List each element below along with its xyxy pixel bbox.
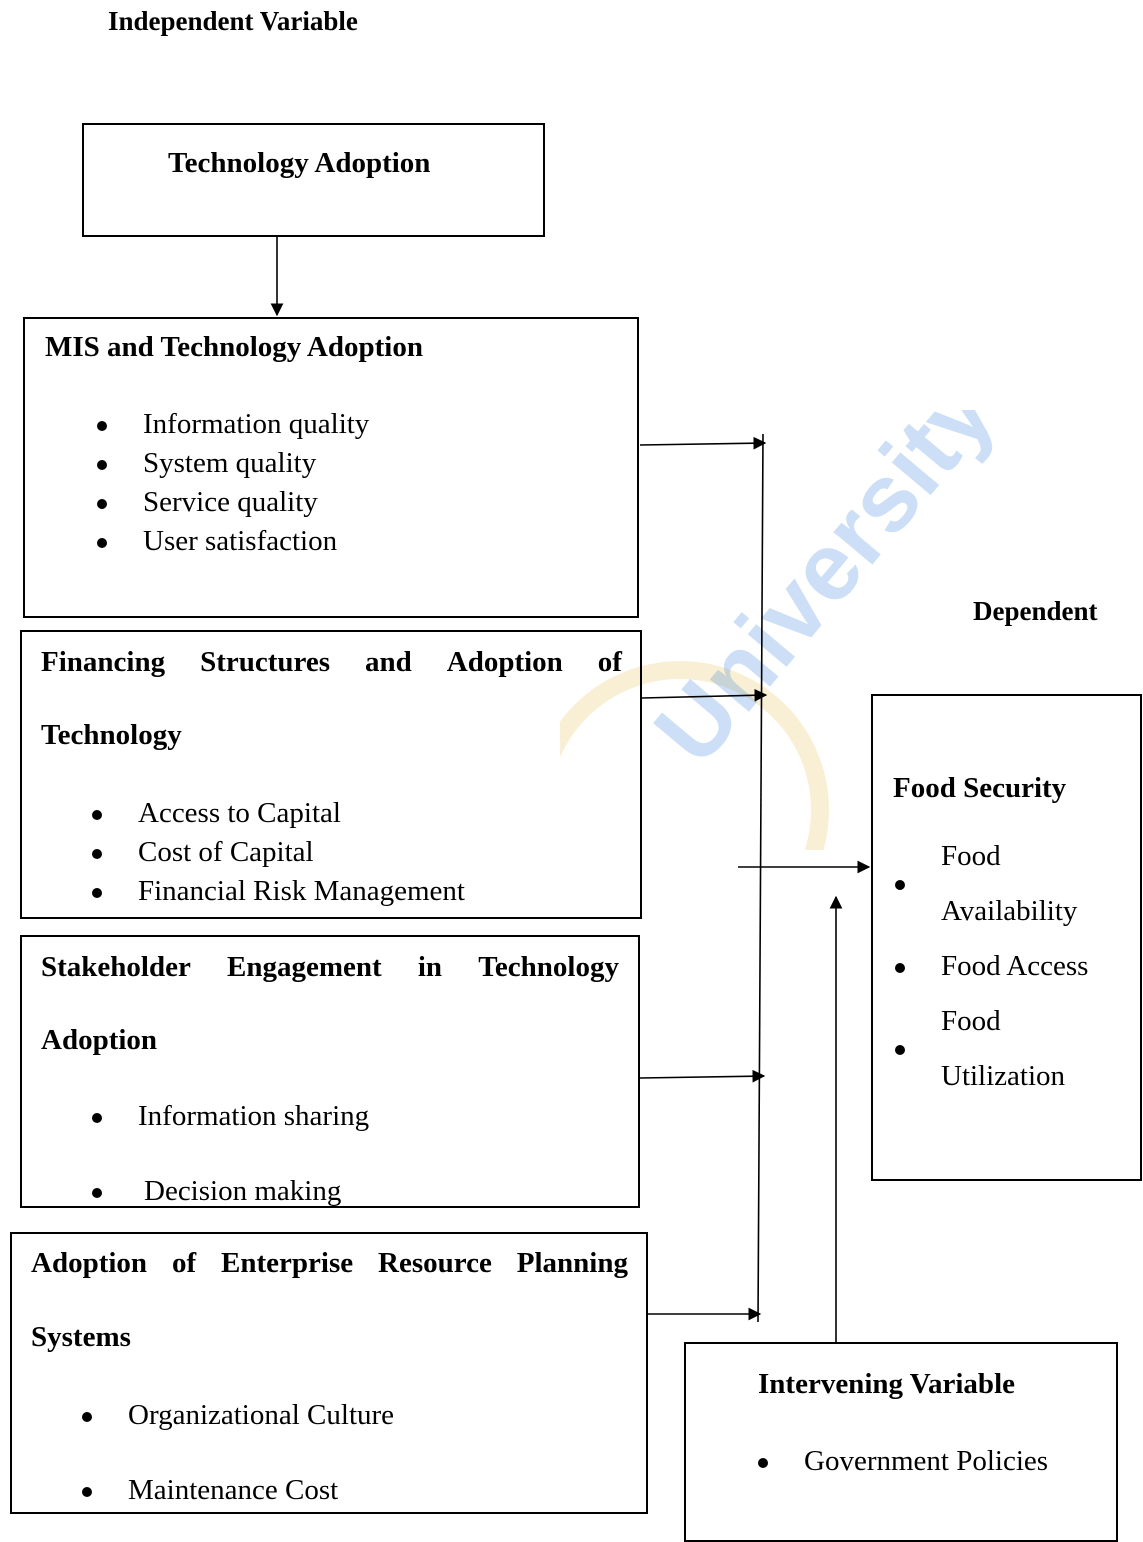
food-item-line: Availability (941, 895, 1078, 927)
title-word: Adoption (446, 646, 563, 678)
food-security-list: Food Availability Food Access Food Utili… (895, 829, 1088, 1104)
title-word: Financing (41, 646, 166, 678)
title-word: in (417, 951, 443, 983)
stakeholder-list: Information sharing Decision making (92, 1097, 369, 1206)
financing-list: Access to Capital Cost of Capital Financ… (92, 794, 465, 911)
list-item: System quality (97, 444, 369, 483)
intervening-title: Intervening Variable (758, 1368, 1015, 1400)
erp-box: Adoption of Enterprise Resource Planning… (10, 1232, 648, 1514)
financing-box: Financing Structures and Adoption of Tec… (20, 630, 642, 919)
financing-title-line1: Financing Structures and Adoption of (41, 646, 622, 679)
title-word: of (171, 1247, 197, 1279)
arrow-mis-to-collector (639, 436, 767, 450)
erp-title-line2: Systems (31, 1321, 131, 1353)
food-security-title: Food Security (893, 772, 1067, 804)
title-word: Adoption (31, 1247, 148, 1279)
mis-list: Information quality System quality Servi… (97, 405, 369, 561)
list-item: Service quality (97, 483, 369, 522)
title-word: Technology (478, 951, 619, 983)
list-item: Maintenance Cost (82, 1471, 394, 1510)
food-item-line: Food (941, 1005, 1001, 1037)
mis-title: MIS and Technology Adoption (45, 331, 423, 363)
food-item-line: Food (941, 840, 1001, 872)
list-item: Government Policies (758, 1442, 1048, 1481)
dependent-label: Dependent (973, 596, 1098, 626)
arrow-financing-to-collector (641, 688, 768, 702)
food-security-box: Food Security Food Availability Food Acc… (871, 694, 1142, 1181)
title-word: Stakeholder (41, 951, 191, 983)
vertical-collector-line (757, 433, 764, 1323)
list-item: Food Availability (895, 829, 1088, 939)
technology-adoption-title: Technology Adoption (168, 147, 431, 179)
intervening-variable-box: Intervening Variable Government Policies (684, 1342, 1118, 1542)
list-item: Food Utilization (895, 994, 1088, 1104)
stakeholder-title-line2: Adoption (41, 1024, 158, 1056)
stakeholder-box: Stakeholder Engagement in Technology Ado… (20, 935, 640, 1208)
financing-title-line2: Technology (41, 719, 182, 751)
list-item: Organizational Culture (82, 1396, 394, 1435)
title-word: Structures (200, 646, 331, 678)
title-word: Resource (378, 1247, 492, 1279)
title-word: Engagement (227, 951, 382, 983)
title-word: and (365, 646, 412, 678)
independent-variable-label: Independent Variable (108, 6, 358, 36)
list-item: Decision making (92, 1172, 369, 1206)
title-word: Enterprise (221, 1247, 354, 1279)
food-item-line: Utilization (941, 1060, 1066, 1092)
list-item: User satisfaction (97, 522, 369, 561)
list-item: Information quality (97, 405, 369, 444)
mis-box: MIS and Technology Adoption Information … (23, 317, 639, 618)
erp-title-line1: Adoption of Enterprise Resource Planning (31, 1247, 628, 1280)
list-item: Food Access (895, 939, 1088, 994)
stakeholder-title-line1: Stakeholder Engagement in Technology (41, 951, 619, 984)
list-item: Access to Capital (92, 794, 465, 833)
university-watermark: University (560, 410, 1000, 850)
arrow-stakeholder-to-collector (639, 1069, 766, 1083)
intervening-list: Government Policies (758, 1442, 1048, 1481)
technology-adoption-box: Technology Adoption (82, 123, 545, 237)
list-item: Cost of Capital (92, 833, 465, 872)
list-item: Financial Risk Management (92, 872, 465, 911)
title-word: of (597, 646, 622, 678)
erp-list: Organizational Culture Maintenance Cost (82, 1396, 394, 1510)
list-item: Information sharing (92, 1097, 369, 1136)
title-word: Planning (516, 1247, 628, 1279)
